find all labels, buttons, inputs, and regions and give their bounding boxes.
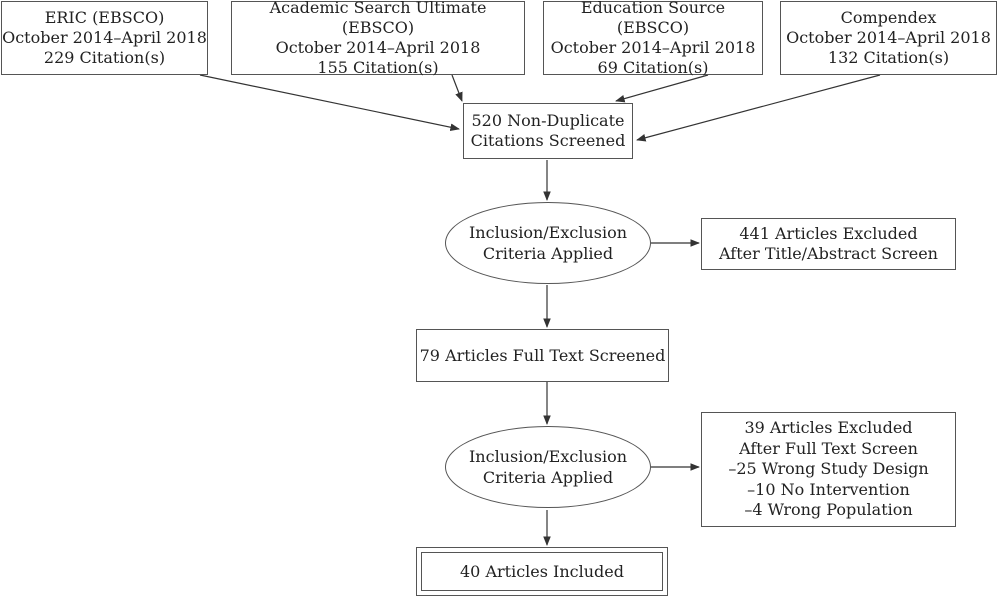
source-education-dates: October 2014–April 2018 [550,38,756,57]
source-academic-dates: October 2014–April 2018 [275,38,481,57]
excluded-2-line-3: –25 Wrong Study Design [728,459,929,479]
criteria-2-line-1: Inclusion/Exclusion [468,447,627,466]
source-academic-count: 155 Citation(s) [317,58,439,77]
source-eric-dates: October 2014–April 2018 [2,28,207,47]
arrow-academic-to-screened [451,74,463,102]
included-inner-frame: 40 Articles Included [421,552,663,591]
excluded-2-line-1: 39 Articles Excluded [744,418,913,438]
source-eric-name: ERIC (EBSCO) [44,8,165,27]
source-education-name: Education Source (EBSCO) [580,0,726,37]
excluded-1-line-2: After Title/Abstract Screen [719,244,938,263]
arrow-eric-to-screened [199,74,460,131]
source-compendex-count: 132 Citation(s) [827,48,950,67]
excluded-2-line-4: –10 No Intervention [747,479,910,499]
excluded-full-text-box: 39 Articles Excluded After Full Text Scr… [701,412,956,527]
source-eric-count: 229 Citation(s) [43,48,166,67]
screened-line-2: Citations Screened [470,131,626,150]
source-compendex-dates: October 2014–April 2018 [786,28,991,47]
included-label: 40 Articles Included [460,561,624,581]
fulltext-label: 79 Articles Full Text Screened [419,345,666,365]
source-eric-box: ERIC (EBSCO) October 2014–April 2018 229… [1,1,208,75]
excluded-2-line-2: After Full Text Screen [739,438,918,458]
criteria-2-line-2: Criteria Applied [482,468,614,487]
excluded-title-abstract-box: 441 Articles Excluded After Title/Abstra… [701,218,956,270]
source-compendex-name: Compendex [840,8,937,27]
criteria-1-line-2: Criteria Applied [482,244,614,263]
included-box: 40 Articles Included [416,547,668,596]
criteria-1-line-1: Inclusion/Exclusion [468,223,627,242]
source-education-count: 69 Citation(s) [597,58,709,77]
fulltext-screened-box: 79 Articles Full Text Screened [416,329,669,382]
excluded-1-line-1: 441 Articles Excluded [739,224,918,243]
criteria-oval-1: Inclusion/Exclusion Criteria Applied [445,202,651,284]
source-compendex-box: Compendex October 2014–April 2018 132 Ci… [780,1,997,75]
criteria-oval-2: Inclusion/Exclusion Criteria Applied [445,426,651,508]
source-education-box: Education Source (EBSCO) October 2014–Ap… [543,0,763,77]
source-academic-box: Academic Search Ultimate (EBSCO) October… [231,0,525,77]
excluded-2-line-5: –4 Wrong Population [744,500,913,520]
arrow-education-to-screened [615,74,709,103]
arrow-compendex-to-screened [636,74,881,142]
screened-box: 520 Non-Duplicate Citations Screened [463,103,633,159]
source-academic-name: Academic Search Ultimate (EBSCO) [269,0,487,37]
screened-line-1: 520 Non-Duplicate [471,111,625,130]
